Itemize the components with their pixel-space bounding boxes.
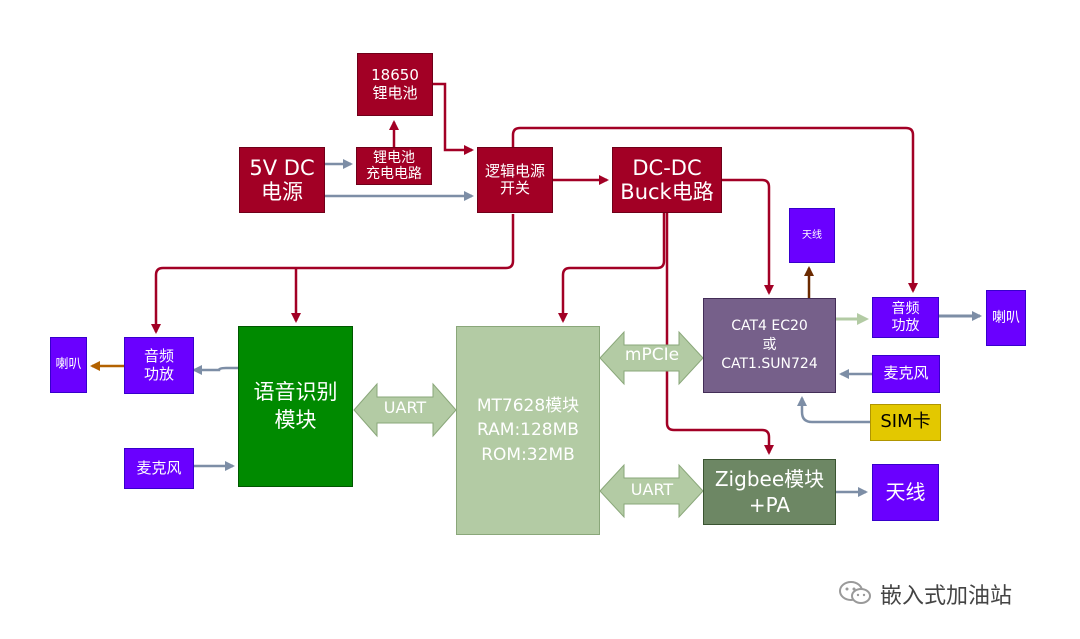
mic-right-label: 麦克风 [883,364,929,383]
buck-label-1: DC-DC [632,155,702,180]
speaker-right-label: 喇叭 [992,309,1020,326]
mic-left-label: 麦克风 [136,458,182,477]
mt7628-label-2: RAM:128MB [477,420,579,441]
mt7628-module-block: MT7628模块 RAM:128MB ROM:32MB [456,326,600,535]
watermark-text: 嵌入式加油站 [880,584,1013,609]
sim-card-block: SIM卡 [870,404,941,441]
mpcie-label: mPCIe [624,345,680,365]
mt7628-label-1: MT7628模块 [476,395,580,416]
wire-switch-to-amp-right [511,126,918,293]
voice-label-1: 语音识别 [253,380,338,405]
antenna-right-block: 天线 [872,464,939,521]
speaker-left-block: 喇叭 [50,337,87,393]
battery-block: 18650 锂电池 [357,53,433,116]
cat4-label-3: CAT1.SUN724 [721,355,818,372]
wire-buck-to-zigbee [665,212,774,455]
mic-left-block: 麦克风 [124,448,194,489]
logic-power-switch-block: 逻辑电源 开关 [477,147,553,213]
cat4-label-2: 或 [762,337,777,354]
charger-label-2: 充电电路 [366,166,422,182]
uart-left-label: UART [383,398,427,417]
mic-right-block: 麦克风 [872,355,940,393]
logic-switch-label-1: 逻辑电源 [484,161,545,180]
speaker-right-block: 喇叭 [986,290,1026,346]
wire-switch-to-left [296,214,515,270]
wire-battery-to-switch [433,82,474,155]
audio-amp-left-block: 音频 功放 [124,337,194,394]
dc-dc-buck-block: DC-DC Buck电路 [612,147,722,213]
wire-buck-to-mt7628 [558,212,666,323]
zigbee-label-2: +PA [748,493,791,517]
charger-label-1: 锂电池 [373,149,415,166]
dc-5v-label-2: 电源 [261,180,303,204]
buck-label-2: Buck电路 [620,180,714,204]
uart-right-label: UART [630,480,674,499]
audio-amp-right-block: 音频 功放 [872,297,939,338]
speaker-left-label: 喇叭 [55,356,82,372]
battery-label-2: 锂电池 [372,83,418,102]
wire-sim-to-cat4 [797,396,870,424]
antenna-top-block: 天线 [789,208,835,263]
cat4-label-1: CAT4 EC20 [731,318,808,335]
voice-recognition-block: 语音识别 模块 [238,326,353,487]
dc-5v-power-block: 5V DC 电源 [239,147,325,213]
wechat-logo-icon [839,581,871,604]
zigbee-module-block: Zigbee模块 +PA [703,459,836,525]
dc-5v-label-1: 5V DC [249,155,315,180]
wire-voice-to-amp-left [192,365,238,375]
logic-switch-label-2: 开关 [499,179,530,197]
antenna-top-label: 天线 [802,229,822,241]
charger-block: 锂电池 充电电路 [356,147,432,185]
mt7628-label-3: ROM:32MB [481,444,575,465]
amp-right-label-1: 音频 [891,301,920,318]
wire-buck-to-cat4 [722,178,774,295]
wire-to-amp-left [151,266,296,334]
sim-label: SIM卡 [880,411,931,433]
zigbee-label-1: Zigbee模块 [714,467,825,491]
antenna-right-label: 天线 [885,480,926,504]
cat4-modem-block: CAT4 EC20 或 CAT1.SUN724 [703,298,836,393]
amp-left-label-1: 音频 [143,347,174,366]
amp-right-label-2: 功放 [891,317,920,334]
amp-left-label-2: 功放 [143,364,174,383]
voice-label-2: 模块 [274,407,317,432]
battery-label-1: 18650 [371,66,419,85]
